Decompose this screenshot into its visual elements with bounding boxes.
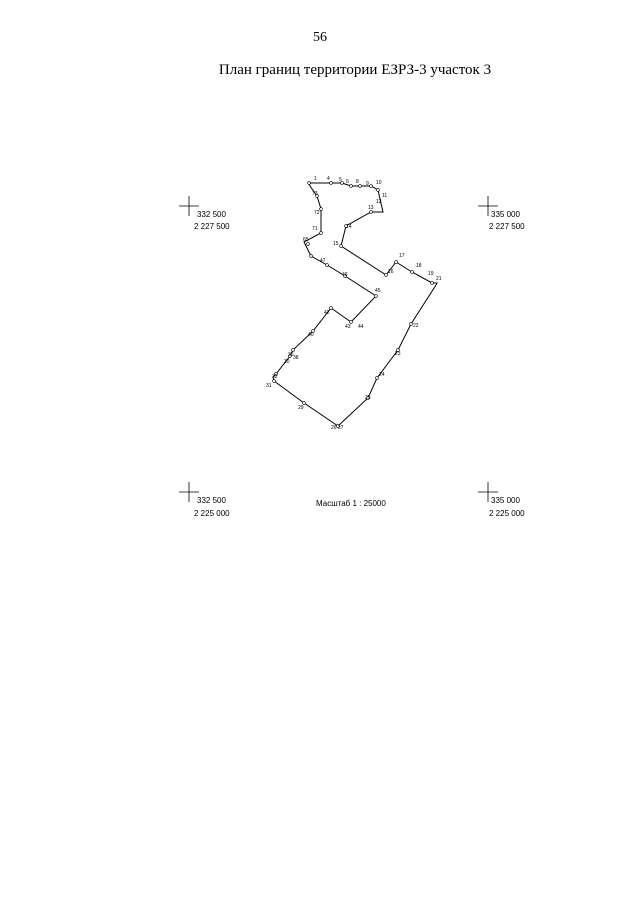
grid-x-label: 335 000	[491, 210, 520, 219]
point-label: 15	[333, 241, 339, 247]
point-label: 40	[308, 332, 314, 338]
grid-cross-bottom-right	[478, 482, 498, 502]
grid-y-label: 2 227 500	[194, 222, 230, 231]
point-label: 38	[293, 355, 299, 361]
point-label: 30	[284, 359, 290, 365]
grid-x-label: 332 500	[197, 210, 226, 219]
point-label: 18	[416, 263, 422, 269]
point-label: 73	[312, 191, 318, 197]
point-label: 43	[345, 324, 351, 330]
grid-cross-top-left	[179, 196, 199, 216]
point-label: 6	[346, 179, 349, 185]
grid-y-label: 2 225 000	[489, 509, 525, 518]
point-label: 17	[399, 253, 405, 259]
grid-y-label: 2 227 500	[489, 222, 525, 231]
vertex-markers	[272, 181, 434, 428]
point-label: 27	[338, 425, 344, 431]
point-label: 46	[342, 272, 348, 278]
point-label: 16	[388, 269, 394, 275]
point-label: 25	[365, 395, 371, 401]
point-label: 32	[272, 374, 278, 380]
point-label: 9	[366, 181, 369, 187]
page-number: 56	[313, 30, 327, 45]
territory-boundary	[272, 182, 438, 427]
point-label: 29	[298, 405, 304, 411]
grid-cross-top-right	[478, 196, 498, 216]
point-label: 11	[382, 193, 387, 199]
point-label: 71	[312, 226, 318, 232]
point-label: 8	[356, 179, 359, 185]
point-label: 45	[375, 288, 381, 294]
point-label: 19	[428, 271, 434, 277]
point-label: 21	[436, 276, 442, 282]
point-label: 4	[327, 176, 330, 182]
point-labels: 1 4 5 6 8 9 10 11 12 13 14 15 16 17 18 1…	[266, 176, 442, 431]
scale-label: Масштаб 1 : 25000	[316, 499, 386, 508]
point-label: 23	[395, 351, 401, 357]
page-title: План границ территории ЕЗРЗ-3 участок 3	[218, 62, 492, 78]
point-label: 72	[314, 210, 320, 216]
grid-cross-bottom-left	[179, 482, 199, 502]
grid-y-label: 2 225 000	[194, 509, 230, 518]
point-label: 65	[303, 237, 309, 243]
grid-x-label: 332 500	[197, 496, 226, 505]
point-label: 24	[379, 372, 385, 378]
point-label: 13	[368, 205, 374, 211]
grid-x-label: 335 000	[491, 496, 520, 505]
point-label: 22	[413, 323, 419, 329]
point-label: 31	[266, 383, 272, 389]
point-label: 1	[314, 176, 317, 182]
point-label: 5	[339, 177, 342, 183]
point-label: 12	[376, 199, 382, 205]
point-label: 44	[358, 324, 364, 330]
point-label: 14	[346, 224, 352, 230]
point-label: 47	[320, 258, 326, 264]
point-label: 42	[324, 310, 330, 316]
point-label: 10	[376, 180, 382, 186]
point-label: 36	[288, 352, 294, 358]
point-label: 26	[331, 425, 337, 431]
